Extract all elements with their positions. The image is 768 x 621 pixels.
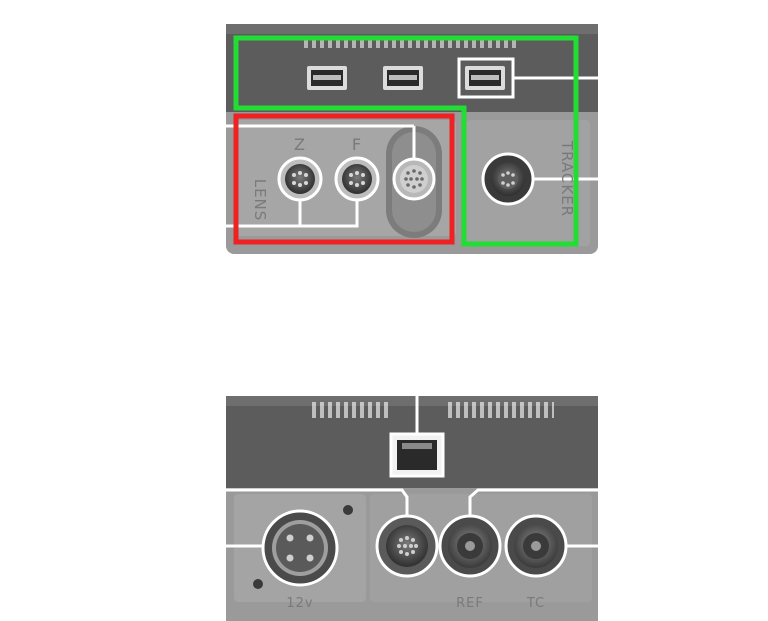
lens-label: LENS (251, 179, 269, 222)
top-inner-vents (300, 38, 520, 48)
bottom-inner-vents (310, 402, 390, 418)
lens-zoom-port (277, 156, 323, 202)
red-highlight-outline (233, 113, 455, 245)
ref-label: REF (456, 596, 484, 611)
zoom-label: Z (294, 135, 306, 154)
lens-focus-port (334, 156, 380, 202)
mount-screw-2 (253, 579, 263, 589)
ref-bnc-port (438, 514, 502, 578)
bottom-unit: 12v REF TC (226, 388, 598, 621)
focus-label: F (352, 135, 362, 154)
green-highlight-outline (233, 35, 579, 247)
top-unit: LENS Z F TRACKER (226, 14, 598, 254)
bottom-multipin-port (375, 514, 439, 578)
lens-multipin-port (392, 157, 436, 201)
mount-screw-1 (343, 505, 353, 515)
lens-callout-bottom (226, 200, 359, 228)
usb-port-1 (307, 66, 347, 90)
usb-port-3 (465, 66, 505, 90)
tracker-port (481, 152, 535, 206)
ref-callout-line (468, 488, 598, 516)
power-12v-label: 12v (286, 596, 313, 611)
tracker-label: TRACKER (558, 140, 576, 217)
usb-port-2 (383, 66, 423, 90)
tc-label: TC (526, 596, 545, 611)
power-12v-port (261, 509, 339, 587)
ethernet-port (389, 432, 445, 478)
top-vent-fins (232, 14, 592, 26)
multipin-callout-line (226, 488, 409, 516)
tc-bnc-port (504, 514, 568, 578)
